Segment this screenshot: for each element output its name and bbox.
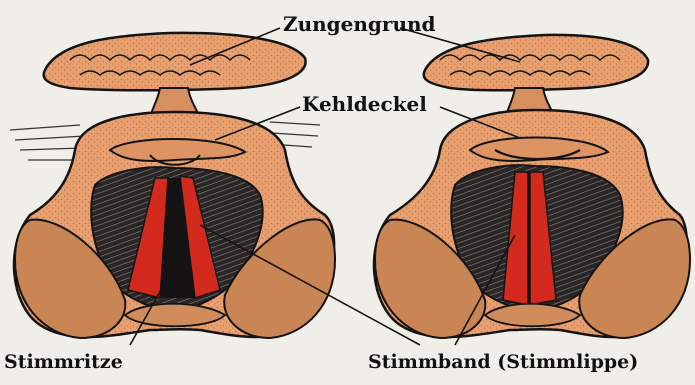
label-zungengrund: Zungengrund (283, 12, 436, 36)
tongue-base-left (44, 33, 306, 90)
label-kehldeckel: Kehldeckel (302, 92, 427, 116)
label-stimmritze: Stimmritze (4, 351, 123, 373)
label-stimmband: Stimmband (Stimmlippe) (368, 351, 638, 373)
larynx-open-panel (10, 33, 335, 338)
larynx-closed-panel (374, 35, 690, 338)
tongue-base-right (424, 35, 648, 90)
